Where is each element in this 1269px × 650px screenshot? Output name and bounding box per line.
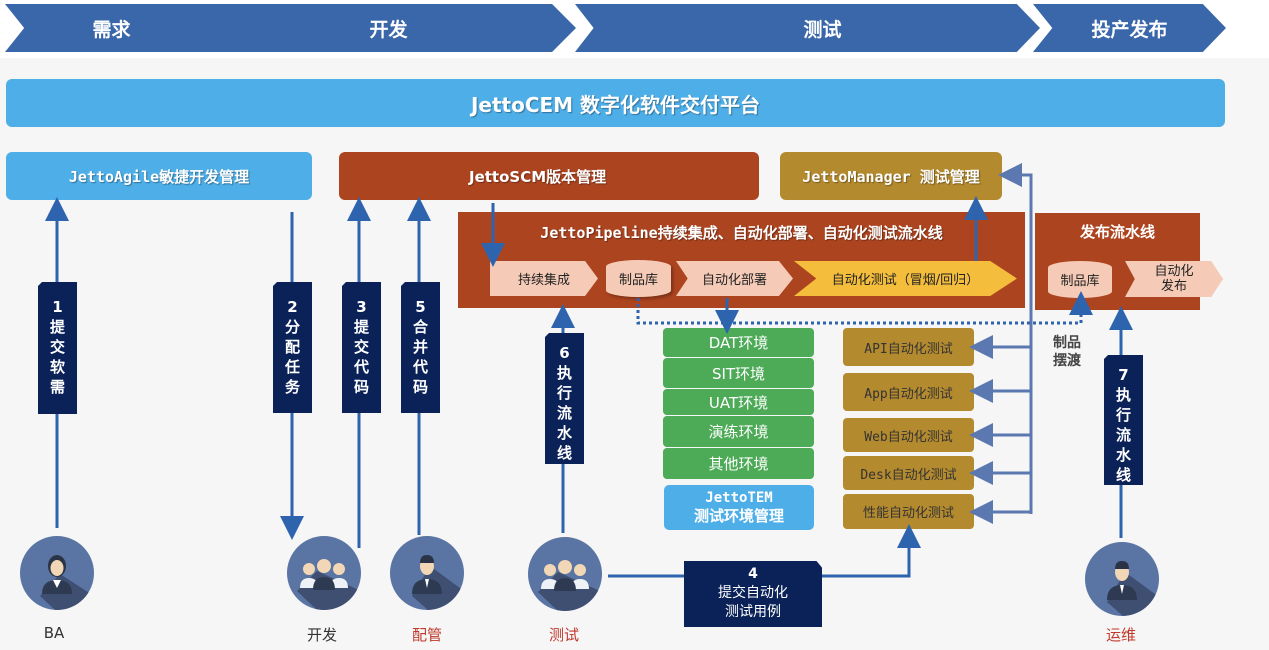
artifact-ferry-label: 制品 摆渡	[1053, 335, 1081, 369]
step-1-tag: 1 提交软需	[38, 282, 77, 414]
step-tag-char: 务	[284, 378, 300, 396]
app-auto-test[interactable]: App自动化测试	[843, 373, 974, 411]
release-pipeline-title: 发布流水线	[1079, 223, 1155, 241]
step-tag-char: 水	[556, 424, 572, 442]
step-tag-char: 执	[1115, 386, 1131, 404]
step-3-tag: 3 提交代码	[342, 282, 381, 413]
step-tag-char: 5	[415, 298, 426, 316]
release-artifact-repo[interactable]: 制品库	[1048, 261, 1112, 298]
step-4-tag: 4 提交自动化 测试用例	[684, 561, 822, 627]
step-tag-char: 水	[1115, 446, 1131, 464]
step-tag-char: 线	[556, 444, 572, 462]
step-tag-char: 码	[412, 378, 428, 396]
env-sit[interactable]: SIT环境	[663, 358, 814, 388]
role-cm-label: 配管	[411, 626, 442, 644]
role-test-avatar[interactable]	[528, 537, 602, 611]
step-5-tag: 5 合并代码	[401, 282, 440, 413]
env-dat[interactable]: DAT环境	[663, 328, 814, 357]
step-tag-char: 提	[353, 318, 369, 336]
role-ba-avatar[interactable]	[20, 536, 94, 610]
single-female-user-icon	[40, 555, 94, 610]
step-tag-char: 代	[412, 358, 428, 376]
role-test-label: 测试	[548, 626, 579, 644]
step-tag-char: 7	[1118, 366, 1129, 384]
step-tag-char: 软	[49, 358, 65, 376]
step-tag-char: 提	[49, 318, 65, 336]
step-tag-char: 并	[412, 338, 428, 356]
role-ops-label: 运维	[1105, 626, 1136, 644]
step-tag-char: 执	[556, 364, 572, 382]
jetto-scm-box[interactable]: JettoSCM版本管理	[339, 152, 759, 200]
env-rehearsal[interactable]: 演练环境	[663, 416, 814, 447]
pipeline-title: JettoPipeline持续集成、自动化部署、自动化测试流水线	[540, 224, 943, 242]
stage-auto-test[interactable]: 自动化测试（冒烟/回归）	[794, 261, 1017, 296]
role-ba-label: BA	[43, 624, 65, 642]
role-ops-avatar[interactable]	[1085, 542, 1159, 616]
single-male-user-icon	[1107, 561, 1159, 616]
jetto-agile-box[interactable]: JettoAgile敏捷开发管理	[6, 152, 312, 200]
user-group-icon	[297, 559, 361, 610]
step-tag-char: 3	[356, 298, 367, 316]
step-tag-char: 代	[353, 358, 369, 376]
step-tag-char: 2	[287, 298, 298, 316]
role-dev-label: 开发	[306, 626, 337, 644]
release-auto-publish[interactable]: 自动化 发布	[1125, 261, 1223, 297]
stage-artifact-repo[interactable]: 制品库	[606, 260, 671, 297]
step-tag-char: 配	[284, 338, 300, 356]
web-auto-test[interactable]: Web自动化测试	[843, 418, 974, 452]
role-dev-avatar[interactable]	[287, 536, 361, 610]
step-tag-char: 6	[559, 344, 570, 362]
step-tag-char: 流	[556, 404, 572, 422]
jetto-manager-box[interactable]: JettoManager 测试管理	[780, 152, 1002, 200]
step-tag-char: 行	[556, 384, 572, 402]
desk-auto-test[interactable]: Desk自动化测试	[843, 456, 974, 490]
api-auto-test[interactable]: API自动化测试	[843, 328, 974, 366]
step-2-tag: 2 分配任务	[273, 282, 312, 413]
phase-release: 投产发布	[1033, 4, 1226, 52]
stage-ci[interactable]: 持续集成	[490, 261, 598, 296]
step-6-tag: 6 执行流水线	[545, 333, 584, 464]
step-tag-char: 交	[49, 338, 65, 356]
step-tag-char: 1	[52, 298, 63, 316]
step-tag-char: 合	[412, 318, 428, 336]
step-tag-char: 线	[1115, 466, 1131, 484]
phase-requirements: 需求	[5, 4, 218, 52]
platform-banner: JettoCEM 数字化软件交付平台	[6, 79, 1225, 127]
step-tag-char: 任	[284, 358, 300, 376]
user-group-icon	[538, 560, 602, 611]
phase-development: 开发	[177, 4, 576, 52]
stage-auto-deploy[interactable]: 自动化部署	[676, 261, 793, 296]
step-7-tag: 7 执行流水线	[1104, 355, 1143, 485]
step-tag-char: 码	[353, 378, 369, 396]
step-tag-char: 分	[284, 318, 300, 336]
step-tag-char: 行	[1115, 406, 1131, 424]
single-male-user-icon	[412, 555, 464, 610]
step-tag-char: 需	[49, 378, 65, 396]
step-tag-char: 流	[1115, 426, 1131, 444]
jetto-tem-box[interactable]: JettoTEM 测试环境管理	[664, 485, 814, 530]
env-other[interactable]: 其他环境	[663, 448, 814, 479]
performance-auto-test[interactable]: 性能自动化测试	[843, 494, 974, 529]
phase-bar: 需求 开发 测试 投产发布	[0, 0, 1269, 58]
env-uat[interactable]: UAT环境	[663, 389, 814, 415]
step-tag-char: 交	[353, 338, 369, 356]
phase-testing: 测试	[575, 4, 1040, 52]
role-cm-avatar[interactable]	[390, 536, 464, 610]
